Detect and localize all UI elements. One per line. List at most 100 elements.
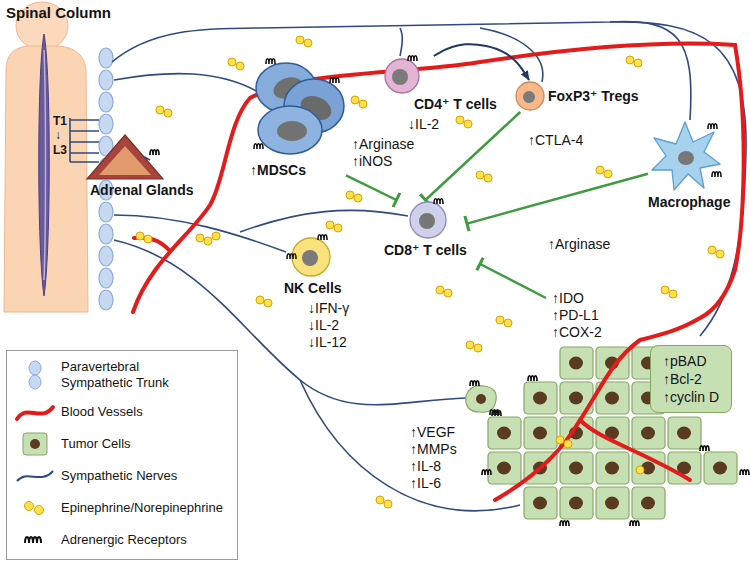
- nk-cell-shape: [290, 236, 332, 278]
- sympathetic-trunk: [99, 202, 113, 222]
- tumor-cells: [668, 417, 701, 449]
- sympathetic-nerves: [240, 210, 408, 232]
- mdsc-cells: ↑MDSCs: [250, 58, 346, 179]
- nk-cell-shape: [302, 250, 318, 266]
- sympathetic-nerves: [69, 118, 71, 162]
- treg-cell-shape: [514, 80, 546, 112]
- blood-vessels: [580, 420, 690, 480]
- epinephrine-dots: [144, 235, 152, 243]
- cell-note: ↓IL-12: [308, 334, 347, 351]
- legend-text: Sympathetic Nerves: [61, 468, 231, 484]
- molecule-label: ↑MMPs: [410, 441, 457, 458]
- legend-text: Adrenergic Receptors: [61, 532, 231, 548]
- epinephrine-dots: [466, 341, 474, 349]
- nk-cell-shape: [287, 254, 296, 259]
- tumor-cells: [596, 452, 629, 484]
- macrophage-cell-shape: [708, 124, 717, 129]
- sympathetic-nerves: [112, 22, 691, 120]
- legend-text: Paravertebral Sympathetic Trunk: [61, 359, 201, 391]
- tumor-cells: [668, 452, 701, 484]
- epinephrine-dots: [504, 319, 512, 327]
- legend-swatch: [25, 537, 41, 543]
- nk-cell-shape: [318, 235, 327, 240]
- epinephrine-dots: [351, 96, 359, 104]
- adrenergic-receptors: [150, 150, 749, 526]
- adrenergic-receptors: [528, 376, 537, 381]
- legend-swatch: [17, 471, 53, 481]
- t-cell-shape: [408, 56, 417, 61]
- adrenal-gland-shape: [99, 146, 151, 175]
- part-label: T1: [53, 114, 67, 129]
- treg-cell: FoxP3⁺ Tregs: [514, 80, 639, 112]
- molecule-label: ↑IL-6: [410, 475, 441, 492]
- epinephrine-dots: [346, 191, 354, 199]
- sympathetic-nerves: [114, 74, 258, 92]
- cell-note: ↑cyclin D: [663, 388, 719, 406]
- sympathetic-nerves: [300, 380, 520, 511]
- body-figure: [4, 2, 88, 312]
- epinephrine-dots: [156, 106, 164, 114]
- t-cell-shape: [434, 199, 443, 204]
- t-cell-shape: [408, 200, 448, 240]
- epinephrine-dots: [304, 39, 312, 47]
- cell-note: ↓IL-2: [408, 116, 439, 133]
- legend-swatch: [15, 495, 55, 523]
- epinephrine-dots: [634, 59, 642, 67]
- sympathetic-trunk: [99, 290, 113, 310]
- treg-cell-shape: [523, 91, 535, 103]
- macrophage-cell: Macrophage: [648, 118, 731, 211]
- adrenergic-receptors: [490, 410, 499, 415]
- legend-swatch: [29, 375, 41, 389]
- tumor-cells: [560, 347, 593, 379]
- legend-swatch: [15, 399, 55, 427]
- sympathetic-trunk: [99, 268, 113, 288]
- epinephrine-dots: [384, 500, 392, 508]
- epinephrine-dots: [326, 221, 334, 229]
- epinephrine-dots: [212, 232, 220, 240]
- molecule-label: ↑iNOS: [352, 153, 392, 170]
- cell-label: Macrophage: [648, 194, 730, 211]
- epinephrine-dots: [256, 296, 264, 304]
- epinephrine-dots: [476, 171, 484, 179]
- inhibition-connector: [346, 175, 396, 200]
- body-figure: [39, 34, 50, 296]
- t-cell: CD4⁺ T cells ↓IL-2: [382, 56, 497, 133]
- mdsc-cells-shape: [330, 78, 339, 83]
- epinephrine-dots: [708, 246, 716, 254]
- legend-entry: Epinephrine/Norepinephrine: [7, 495, 235, 525]
- epinephrine-dots: [228, 58, 236, 66]
- cell-label: CD4⁺ T cells: [414, 96, 497, 113]
- molecule-label: ↑IL-8: [410, 458, 441, 475]
- legend-entry: Blood Vessels: [7, 399, 235, 429]
- legend-swatch: [15, 527, 55, 555]
- legend-entry: Paravertebral Sympathetic Trunk: [7, 359, 235, 389]
- adrenergic-receptors: [470, 381, 479, 386]
- epinephrine-dots: [359, 100, 367, 108]
- t-cell-shape: [419, 213, 435, 229]
- epinephrine-dots: [444, 289, 452, 297]
- epinephrine-dots: [196, 234, 204, 242]
- epinephrine-dots: [669, 290, 677, 298]
- inhibition-connector: [467, 174, 648, 224]
- adrenergic-receptors: [630, 521, 639, 526]
- tumor-cells: [560, 487, 593, 519]
- adrenal-gland-shape: [87, 135, 163, 179]
- tumor-cells: [560, 452, 593, 484]
- sympathetic-trunk: [99, 70, 113, 90]
- epinephrine-dots: [596, 166, 604, 174]
- sympathetic-trunk: [99, 246, 113, 266]
- t-cell-shape: [385, 59, 419, 93]
- signal-box: ↑pBAD↑Bcl-2↑cyclin D: [650, 345, 732, 413]
- epinephrine-dots: [636, 466, 644, 474]
- legend-entry: Tumor Cells: [7, 431, 235, 461]
- legend-swatch: [25, 502, 34, 511]
- adrenal-gland-shape: [84, 132, 166, 182]
- cell-note: ↓IFN-γ: [308, 300, 349, 317]
- legend-text: Epinephrine/Norepinephrine: [61, 500, 231, 516]
- nk-cell-shape: [292, 238, 330, 276]
- mdsc-cells-shape: [277, 121, 307, 141]
- epinephrine-dots: [716, 250, 724, 258]
- epinephrine-dots: [376, 496, 384, 504]
- legend: Paravertebral Sympathetic TrunkBlood Ves…: [6, 350, 238, 560]
- tumor-cells: [596, 487, 629, 519]
